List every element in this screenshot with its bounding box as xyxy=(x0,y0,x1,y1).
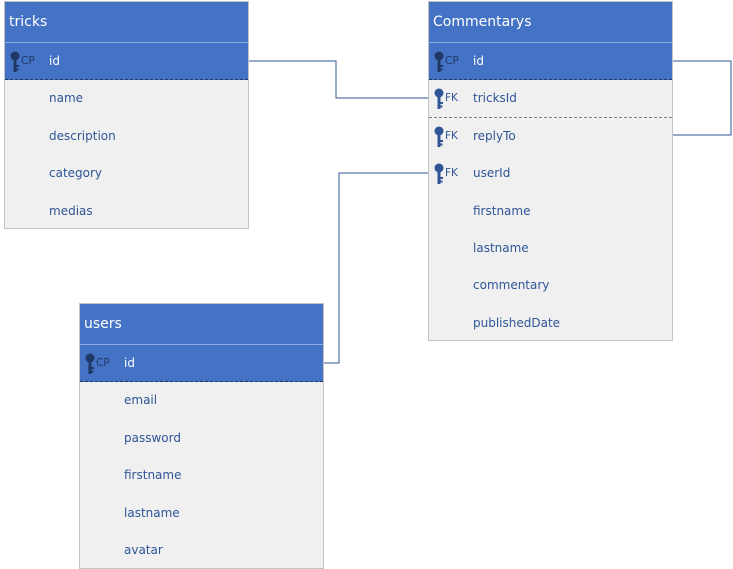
field-name: tricksId xyxy=(473,91,517,106)
field-row-medias[interactable]: medias xyxy=(5,193,248,230)
key-icon xyxy=(85,353,95,374)
field-name: avatar xyxy=(124,542,163,557)
primary-key-label: CP xyxy=(21,55,35,67)
entity-title: users xyxy=(80,304,323,345)
field-name: firstname xyxy=(124,468,182,483)
field-name: publishedDate xyxy=(473,315,561,330)
field-name: lastname xyxy=(473,240,529,255)
field-row-tricksid[interactable]: FK tricksId xyxy=(429,80,672,118)
primary-key-label: CP xyxy=(96,357,110,369)
entity-tricks[interactable]: tricks CP id name description category m… xyxy=(4,1,249,229)
field-name: replyTo xyxy=(473,128,516,143)
field-row-publisheddate[interactable]: publishedDate xyxy=(429,305,672,342)
field-row-id[interactable]: CP id xyxy=(80,345,323,383)
field-row-firstname[interactable]: firstname xyxy=(429,193,672,230)
field-row-userid[interactable]: FK userId xyxy=(429,155,672,192)
field-row-id[interactable]: CP id xyxy=(5,43,248,81)
key-icon xyxy=(434,88,444,110)
rel-commentarys-replyto xyxy=(673,60,732,136)
field-name: userId xyxy=(473,166,511,181)
field-row-commentary[interactable]: commentary xyxy=(429,267,672,304)
key-icon xyxy=(434,126,444,147)
entity-users[interactable]: users CP id email password firstname las… xyxy=(79,303,324,569)
foreign-key-label: FK xyxy=(445,92,458,105)
field-row-avatar[interactable]: avatar xyxy=(80,532,323,569)
foreign-key-label: FK xyxy=(445,129,458,142)
field-row-name[interactable]: name xyxy=(5,80,248,117)
field-name: description xyxy=(49,128,116,143)
field-row-replyto[interactable]: FK replyTo xyxy=(429,118,672,155)
field-row-id[interactable]: CP id xyxy=(429,43,672,81)
key-icon xyxy=(434,163,444,185)
field-name: id xyxy=(49,54,60,68)
field-name: category xyxy=(49,166,103,181)
field-row-email[interactable]: email xyxy=(80,382,323,419)
field-row-password[interactable]: password xyxy=(80,420,323,457)
field-name: medias xyxy=(49,203,93,218)
entity-title: tricks xyxy=(5,2,248,43)
entity-title: Commentarys xyxy=(429,2,672,43)
field-name: id xyxy=(124,356,135,370)
field-name: lastname xyxy=(124,505,180,520)
key-icon xyxy=(434,51,444,72)
rel-users-commentarys xyxy=(324,172,428,364)
field-name: name xyxy=(49,91,84,106)
field-name: commentary xyxy=(473,278,550,293)
field-row-description[interactable]: description xyxy=(5,118,248,155)
field-row-lastname[interactable]: lastname xyxy=(429,230,672,267)
field-row-firstname[interactable]: firstname xyxy=(80,457,323,494)
field-name: password xyxy=(124,430,181,445)
field-row-category[interactable]: category xyxy=(5,155,248,192)
field-name: id xyxy=(473,54,484,68)
field-row-lastname[interactable]: lastname xyxy=(80,495,323,532)
foreign-key-label: FK xyxy=(445,167,458,180)
key-icon xyxy=(10,51,20,72)
primary-key-label: CP xyxy=(445,55,459,67)
field-name: email xyxy=(124,393,158,408)
rel-tricks-commentarys xyxy=(249,60,428,99)
entity-commentarys[interactable]: Commentarys CP id FK tricksId FK replyTo… xyxy=(428,1,673,341)
field-name: firstname xyxy=(473,203,531,218)
